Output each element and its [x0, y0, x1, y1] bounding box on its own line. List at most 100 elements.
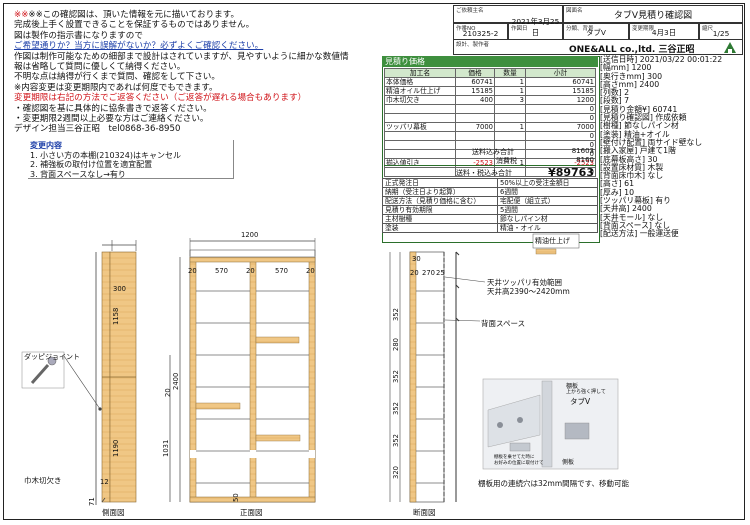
- dim-71: 71: [88, 497, 96, 506]
- dim-20a: 20: [188, 267, 197, 275]
- spec-item: [高さ] 61: [600, 179, 635, 189]
- skirting-label: 巾木切欠き: [24, 476, 62, 485]
- notes-block: ※※※※この確認図は、頂いた情報を元に描いております。 完成後上手く設置できるこ…: [14, 10, 384, 135]
- hole-note: 棚板用の連続穴は32mm間隔です、移動可能: [478, 479, 630, 488]
- estimate-cell: [494, 113, 526, 123]
- spec-item: [幅mm] 1200: [600, 63, 652, 73]
- grand-total-label: 送料・税込み合計: [456, 169, 512, 177]
- estimate-cell: 60741: [455, 77, 495, 87]
- option-row: 主材樹種節なしパイン材: [382, 214, 598, 224]
- drawing: 300 1158 1190 71 12 12: [21, 231, 619, 506]
- option-row: 納期（受注日より起算）6週間: [382, 187, 598, 197]
- estimate-cell: 3: [494, 95, 526, 105]
- option-row: 塗装精油・オイル: [382, 223, 598, 233]
- order-no-cell: 作番NO 210325-2: [453, 23, 508, 40]
- dim-20c: 20: [306, 267, 315, 275]
- tax-value: 8160: [576, 156, 594, 164]
- spec-item: [厚み] 10: [600, 187, 635, 197]
- change-item: 2. 補強板の取付け位置を適宜配置: [30, 160, 153, 170]
- spec-item: [見積り確認図] 作成依頼: [600, 113, 687, 123]
- side-view-label: 側面図: [102, 508, 125, 517]
- estimate-cell: 7000: [455, 122, 495, 132]
- spec-list: [送信日時] 2021/03/22 00:01:22[幅mm] 1200[奥行き…: [600, 55, 745, 239]
- tab-v-label: タブV: [570, 397, 591, 406]
- section-dim: 352: [392, 370, 400, 383]
- estimate-cell: [384, 113, 456, 123]
- dim-2400: 2400: [172, 373, 180, 390]
- install-hint: 棚板を乗せてた時に お好みの位置に取付けて: [494, 455, 544, 466]
- changes-block: 変更内容 1. 小さい方の本棚(210324)はキャンセル 2. 補強板の取付け…: [30, 141, 230, 179]
- spec-item: [設置床材質] 木製: [600, 162, 664, 172]
- estimate-cell: 1: [494, 122, 526, 132]
- change-item: 1. 小さい方の本棚(210324)はキャンセル: [30, 150, 181, 160]
- estimate-cell: 15185: [525, 86, 596, 96]
- option-label: 主材樹種: [382, 214, 498, 224]
- note-line: 作図は制作可能なための細部まで設計はされていますが、見やすいように細かな数値情: [14, 51, 349, 62]
- estimate-cell: 0: [525, 113, 596, 123]
- dim-1158: 1158: [112, 308, 120, 325]
- changes-title: 変更内容: [30, 141, 62, 150]
- section-view: [389, 251, 460, 503]
- option-label: 納期（受注日より起算）: [382, 187, 498, 197]
- estimate-cell: [384, 104, 456, 114]
- note-line: 報は省略して質問に優しくて納得ください。: [14, 62, 186, 73]
- note-line: ご希望通りか？当方に誤解がないか？必ずよくご確認ください。: [14, 41, 264, 52]
- estimate-cell: 1: [494, 77, 526, 87]
- section-dim: 280: [392, 338, 400, 351]
- option-value: 6週間: [497, 187, 598, 197]
- spec-item: [樹種] 節なしパイン材: [600, 121, 679, 131]
- spec-item: [段数] 7: [600, 96, 630, 106]
- side-view: [95, 240, 137, 505]
- spec-item: [壁付け配置] 両サイド壁なし: [600, 137, 703, 147]
- estimate-cell: 0: [525, 167, 596, 177]
- estimate-cell: 精油オイル仕上げ: [384, 86, 456, 96]
- dim-12: 12: [100, 478, 109, 486]
- option-value: 精油・オイル: [497, 223, 598, 233]
- board-side-label: 側板: [562, 459, 575, 466]
- customer-cell: ご依頼主名: [453, 5, 563, 23]
- front-view-label: 正面図: [240, 508, 263, 517]
- note-line: ・変更期限2週間以上必要な方はご連絡ください。: [14, 114, 209, 125]
- note-line: ※※※※この確認図は、頂いた情報を元に描いております。: [14, 10, 240, 20]
- estimate-row: 0: [384, 104, 596, 114]
- option-value: 5週間: [497, 205, 598, 215]
- shelf-board-label: 棚板: [566, 383, 579, 390]
- note-line: 図は製作の指示書になりますので: [14, 30, 143, 41]
- category-cell: 分類、背景 タブV: [563, 23, 629, 40]
- changes-border: [28, 140, 234, 179]
- dim-30: 30: [412, 255, 421, 263]
- dim-1031: 1031: [162, 440, 170, 457]
- dim-20d: 20: [410, 269, 419, 277]
- option-value: 50%以上の受注金額日: [497, 178, 598, 188]
- spec-item: [列数] 2: [600, 88, 630, 98]
- dim-20b: 20: [246, 267, 255, 275]
- section-view-label: 断面図: [413, 508, 436, 517]
- option-value: 節なしパイン材: [497, 214, 598, 224]
- front-view: [169, 238, 316, 503]
- tsuppari-note: 天井ツッパリ有効範囲: [487, 278, 562, 287]
- spec-item: [ツッパリ幕板] 有り: [600, 196, 671, 206]
- finish-tag: 精油仕上げ: [535, 237, 570, 245]
- estimate-cell: 本体価格: [384, 77, 456, 87]
- spec-item: [配送方法] 一般運送便: [600, 229, 679, 239]
- estimate-cell: [384, 131, 456, 141]
- note-line: 変更期限は右記の方法でご返答ください（ご返答が遅れる場合もあります）: [14, 93, 307, 104]
- spec-item: [搬入家屋] 戸建て1階: [600, 146, 676, 156]
- detail-photo: [482, 378, 619, 470]
- spec-item: [塗装] 精油+オイル: [600, 129, 670, 139]
- change-deadline-cell: 変更期限 4月3日: [629, 23, 699, 40]
- tax-label: 消費税: [496, 157, 517, 165]
- back-space-label: 背面スペース: [481, 319, 526, 328]
- date-cell: 作図日 2021年3月25日: [508, 17, 563, 40]
- dim-570a: 570: [215, 267, 228, 275]
- shipping-total-label: 送料込み合計: [472, 148, 514, 156]
- estimate-cell: [494, 131, 526, 141]
- spec-item: [背面スペース] なし: [600, 220, 671, 230]
- estimate-cell: 400: [455, 95, 495, 105]
